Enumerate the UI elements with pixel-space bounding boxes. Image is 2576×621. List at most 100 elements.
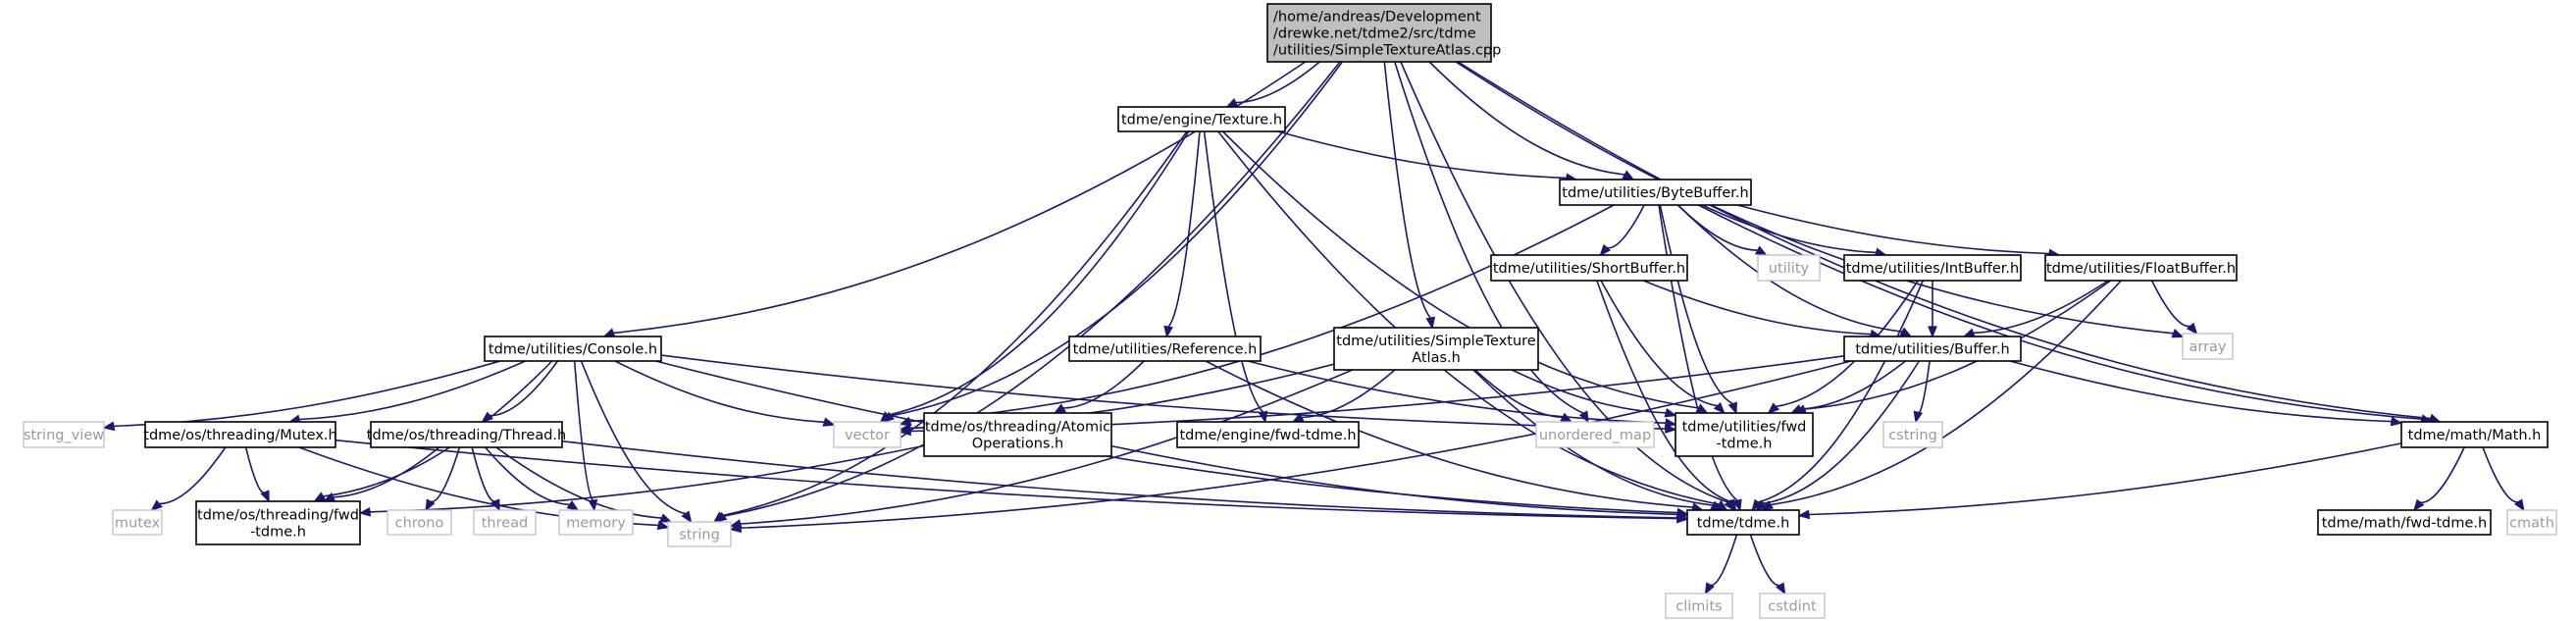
node-box xyxy=(1266,3,1492,63)
edge-line xyxy=(1973,280,2109,335)
node-box xyxy=(2400,421,2549,448)
node-label: tdme/utilities/ByteBuffer.h xyxy=(1562,185,1748,201)
node-unordered-map: unordered_map xyxy=(1535,421,1655,448)
edge-line xyxy=(1800,360,1907,410)
edge-line xyxy=(561,440,1678,519)
node-fwdmath[interactable]: tdme/math/fwd-tdme.h xyxy=(2317,509,2492,536)
node-label: cstdint xyxy=(1768,598,1817,614)
edge-root-to-bytebuffer xyxy=(1428,61,1635,181)
edge-simpleatlas-to-fwdutil xyxy=(1511,369,1677,418)
arrowhead-icon xyxy=(1913,410,1924,424)
edge-math-to-tdme xyxy=(1797,442,2402,520)
node-mutex: mutex xyxy=(112,509,163,536)
node-box xyxy=(1068,336,1262,362)
edge-bytebuffer-to-shortbuffer xyxy=(1599,204,1645,257)
node-box xyxy=(1176,421,1360,448)
node-label: mutex xyxy=(115,515,161,531)
arrowhead-icon xyxy=(1713,401,1726,415)
edge-console-to-memory xyxy=(573,360,598,512)
edge-line xyxy=(1676,204,1903,333)
node-label: cmath xyxy=(2509,515,2554,531)
node-shortbuffer[interactable]: tdme/utilities/ShortBuffer.h xyxy=(1490,254,1688,282)
edge-root-to-texture xyxy=(1225,61,1320,108)
arrowhead-icon xyxy=(2390,416,2403,427)
edge-line xyxy=(655,360,1678,514)
node-label: /utilities/SimpleTextureAtlas.cpp xyxy=(1273,42,1501,58)
arrowhead-icon xyxy=(150,499,163,512)
node-label: tdme/engine/fwd-tdme.h xyxy=(1179,428,1356,443)
edge-root-to-array xyxy=(1455,61,2185,338)
arrowhead-icon xyxy=(1767,402,1780,415)
edge-console-to-vector xyxy=(614,360,836,427)
edge-intbuffer-to-buffer xyxy=(1928,281,1937,338)
node-intbuffer[interactable]: tdme/utilities/IntBuffer.h xyxy=(1843,254,2022,282)
node-box xyxy=(1665,593,1733,619)
node-simpleatlas[interactable]: tdme/utilities/SimpleTextureAtlas.h xyxy=(1333,327,1539,371)
node-label: memory xyxy=(566,515,626,531)
node-box xyxy=(1686,509,1800,536)
edge-line xyxy=(1167,130,1201,328)
node-label: string_view xyxy=(24,428,104,443)
arrowhead-icon xyxy=(659,513,673,523)
node-box xyxy=(2317,509,2492,536)
edge-line xyxy=(1659,204,1733,405)
arrowhead-icon xyxy=(425,498,436,512)
edge-line xyxy=(1277,130,1567,180)
arrowhead-icon xyxy=(712,511,726,524)
node-mutex-h[interactable]: tdme/os/threading/Mutex.h xyxy=(143,421,337,448)
arrowhead-icon xyxy=(1664,418,1677,428)
edge-intbuffer-to-tdme xyxy=(1751,280,1925,512)
edge-bytebuffer-to-intbuffer xyxy=(1701,204,1887,257)
edge-bytebuffer-to-fwdutil xyxy=(1659,204,1737,415)
edge-line xyxy=(723,61,1341,517)
node-reference[interactable]: tdme/utilities/Reference.h xyxy=(1068,336,1262,362)
node-box xyxy=(1117,106,1286,132)
arrowhead-icon xyxy=(729,523,743,533)
edge-bytebuffer-to-floatbuffer xyxy=(1736,204,2061,259)
edge-line xyxy=(1428,61,1625,176)
edge-line xyxy=(1606,204,1645,249)
node-buffer[interactable]: tdme/utilities/Buffer.h xyxy=(1843,336,2022,362)
node-console[interactable]: tdme/utilities/Console.h xyxy=(484,336,662,362)
node-box xyxy=(558,509,634,536)
graph-nodes: /home/andreas/Development/drewke.net/tdm… xyxy=(23,3,2557,619)
node-fwdutil[interactable]: tdme/utilities/fwd-tdme.h xyxy=(1674,412,1814,457)
arrowhead-icon xyxy=(260,490,270,503)
edge-line xyxy=(1247,360,1667,424)
node-box xyxy=(667,521,732,547)
arrowhead-icon xyxy=(1425,316,1436,330)
node-box xyxy=(112,509,163,536)
node-thread-h[interactable]: tdme/os/threading/Thread.h xyxy=(367,421,566,448)
node-root[interactable]: /home/andreas/Development/drewke.net/tdm… xyxy=(1266,3,1501,63)
node-bytebuffer[interactable]: tdme/utilities/ByteBuffer.h xyxy=(1559,179,1752,206)
node-box xyxy=(473,509,537,536)
node-math[interactable]: tdme/math/Math.h xyxy=(2400,421,2549,448)
edge-math-to-fwdmath xyxy=(2412,446,2465,512)
node-fwdengine[interactable]: tdme/engine/fwd-tdme.h xyxy=(1176,421,1360,448)
node-array: array xyxy=(2182,333,2234,360)
edge-line xyxy=(1808,442,2402,516)
node-label: tdme/utilities/Buffer.h xyxy=(1855,341,2009,357)
node-label: tdme/utilities/IntBuffer.h xyxy=(1846,261,2020,277)
node-fwdthread[interactable]: tdme/os/threading/fwd-tdme.h xyxy=(195,500,361,545)
edge-line xyxy=(1917,360,1931,414)
arrowhead-icon xyxy=(1797,509,1811,520)
node-label: tdme/os/threading/fwd xyxy=(197,507,359,523)
node-texture[interactable]: tdme/engine/Texture.h xyxy=(1117,106,1286,132)
node-string-view: string_view xyxy=(23,421,105,448)
edge-line xyxy=(740,369,1353,525)
node-label: /home/andreas/Development xyxy=(1273,9,1481,25)
node-box xyxy=(370,421,563,448)
edge-line xyxy=(1596,280,1731,503)
arrowhead-icon xyxy=(566,500,580,511)
node-thread: thread xyxy=(473,509,537,536)
node-label: tdme/os/threading/Mutex.h xyxy=(143,428,336,443)
node-label: tdme/utilities/Console.h xyxy=(489,341,657,357)
node-tdme[interactable]: tdme/tdme.h xyxy=(1686,509,1800,536)
edge-texture-to-fwdengine xyxy=(1203,130,1268,424)
node-label: cstring xyxy=(1888,428,1937,443)
node-floatbuffer[interactable]: tdme/utilities/FloatBuffer.h xyxy=(2044,254,2238,282)
arrowhead-icon xyxy=(2412,498,2425,512)
edge-line xyxy=(721,130,1188,517)
